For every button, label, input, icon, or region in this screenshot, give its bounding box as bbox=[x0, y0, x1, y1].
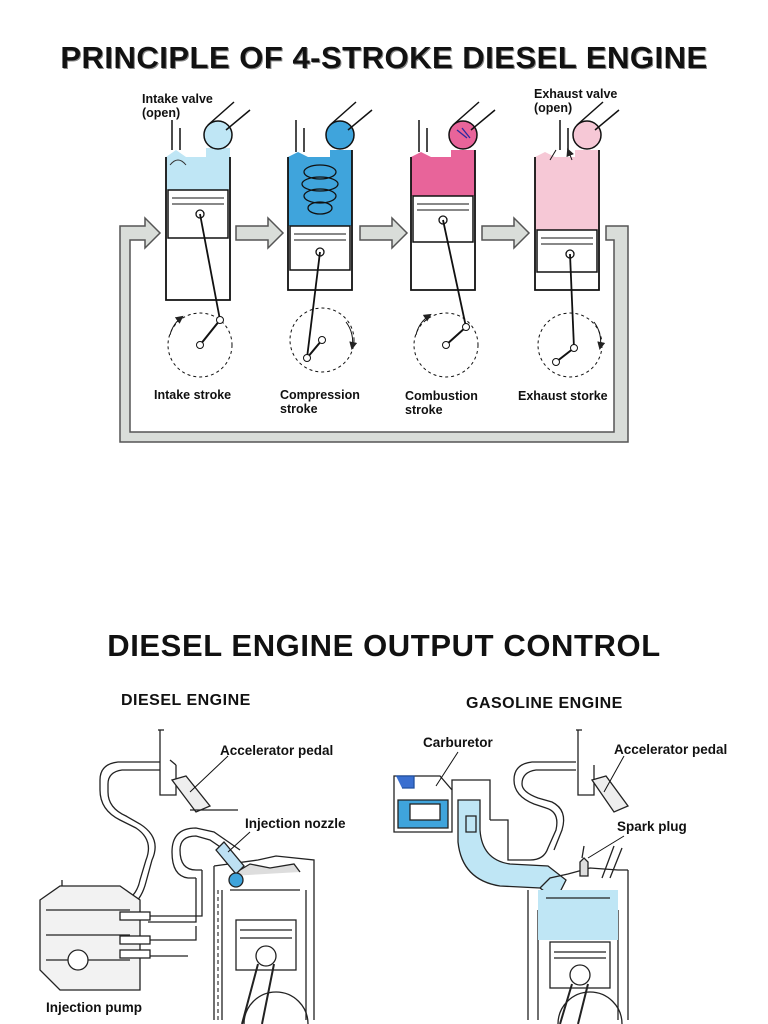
combustion-charge bbox=[411, 150, 475, 196]
accelerator-pedal bbox=[170, 775, 212, 813]
diesel-engine-drawing bbox=[39, 729, 315, 1024]
callout-leaders bbox=[189, 751, 625, 859]
stroke-arrows bbox=[235, 216, 531, 250]
compression-charge bbox=[288, 150, 352, 226]
gasoline-engine-drawing bbox=[393, 729, 630, 1024]
return-cycle-loop bbox=[119, 216, 629, 443]
stroke-label-combustion: Combustion stroke bbox=[405, 389, 478, 417]
carburetor-label: Carburetor bbox=[423, 735, 493, 750]
exhaust-charge bbox=[535, 150, 599, 230]
main-title: PRINCIPLE OF 4-STROKE DIESEL ENGINE bbox=[60, 40, 708, 75]
diesel-accelerator-pedal-label: Accelerator pedal bbox=[220, 743, 334, 758]
injection-pump-label: Injection pump bbox=[46, 1000, 142, 1015]
intake-manifold bbox=[457, 799, 567, 901]
stroke-label-compression: Compression stroke bbox=[280, 388, 360, 416]
gasoline-engine-heading: GASOLINE ENGINE bbox=[466, 695, 623, 712]
gasoline-cylinder bbox=[527, 870, 629, 1020]
spark-plug bbox=[579, 845, 589, 877]
cylinder-combustion bbox=[410, 101, 496, 378]
output-control-title: DIESEL ENGINE OUTPUT CONTROL bbox=[107, 628, 661, 663]
gasoline-accelerator-pedal-label: Accelerator pedal bbox=[614, 742, 728, 757]
stroke-label-intake: Intake stroke bbox=[154, 388, 232, 402]
cylinder-exhaust bbox=[534, 101, 620, 378]
injection-nozzle bbox=[215, 841, 245, 875]
gas-accelerator-pedal bbox=[590, 775, 630, 813]
intake-charge bbox=[166, 148, 230, 190]
diesel-engine-heading: DIESEL ENGINE bbox=[121, 692, 251, 709]
injection-nozzle-label: Injection nozzle bbox=[245, 816, 346, 831]
injection-pump bbox=[39, 885, 141, 991]
diesel-cylinder bbox=[213, 855, 315, 1020]
intake-valve-label: Intake valve (open) bbox=[142, 92, 213, 120]
cylinder-intake bbox=[165, 101, 251, 378]
exhaust-valve-label: Exhaust valve (open) bbox=[534, 87, 618, 115]
stroke-label-exhaust: Exhaust storke bbox=[518, 389, 608, 403]
cylinder-compression bbox=[287, 101, 373, 373]
spark-plug-label: Spark plug bbox=[617, 819, 687, 834]
